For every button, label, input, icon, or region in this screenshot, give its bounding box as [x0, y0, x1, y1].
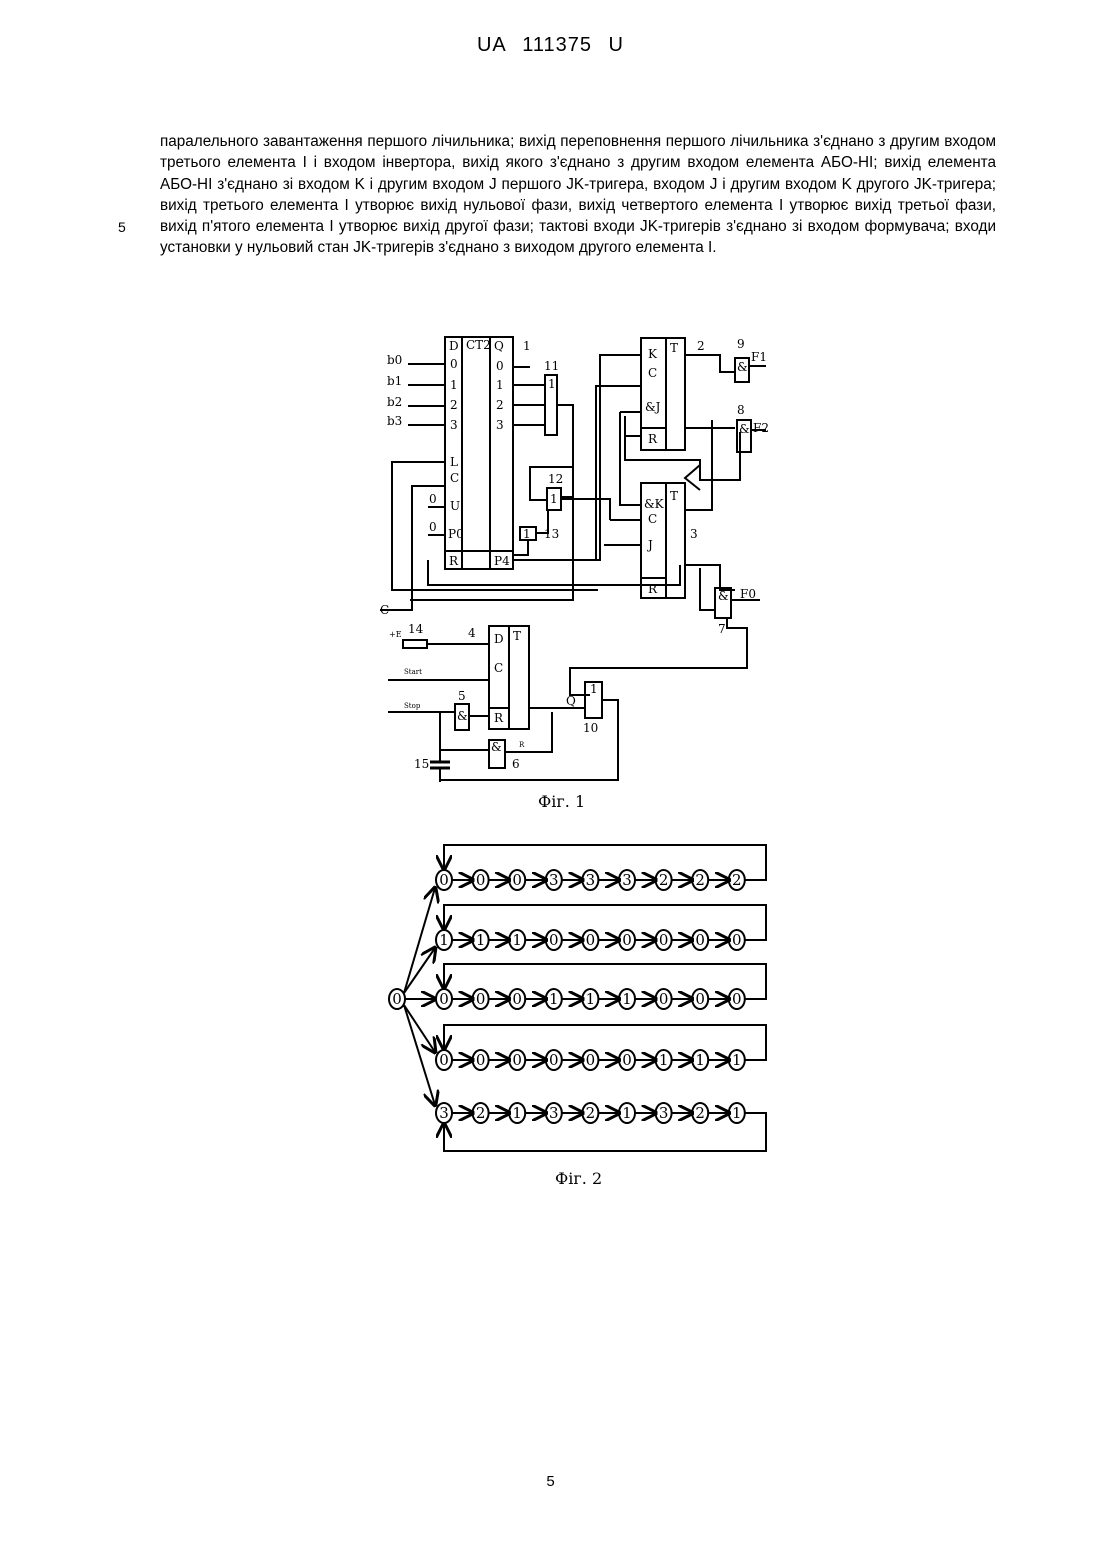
figure-2-caption: Фіг. 2 [555, 1169, 602, 1188]
state-value: 0 [549, 1051, 559, 1069]
state-value: 2 [695, 1104, 705, 1122]
state-value: 0 [695, 931, 705, 949]
state-value: 3 [622, 871, 632, 889]
state-value: 1 [695, 1051, 705, 1069]
state-value: 1 [439, 931, 449, 949]
branch-arrow [404, 1005, 435, 1052]
state-value: 2 [732, 871, 742, 889]
state-value: 0 [439, 1051, 449, 1069]
state-value: 3 [549, 871, 559, 889]
state-value: 1 [549, 990, 559, 1008]
branch-arrow [404, 888, 435, 993]
state-value: 3 [586, 871, 596, 889]
state-value: 3 [549, 1104, 559, 1122]
state-value: 0 [732, 931, 742, 949]
state-value: 2 [476, 1104, 486, 1122]
state-value: 3 [659, 1104, 669, 1122]
state-value: 0 [622, 931, 632, 949]
state-value: 1 [476, 931, 486, 949]
loop-back-arrow [444, 1025, 766, 1060]
loop-back-arrow [444, 964, 766, 999]
loop-back-arrow [444, 1113, 766, 1151]
branch-arrow [404, 948, 435, 993]
loop-back-arrow [444, 905, 766, 940]
branch-arrow [404, 1005, 435, 1105]
state-value: 0 [439, 871, 449, 889]
state-value: 3 [439, 1104, 449, 1122]
start-state-label: 0 [392, 990, 402, 1008]
state-value: 0 [476, 1051, 486, 1069]
state-value: 0 [476, 871, 486, 889]
state-value: 1 [622, 1104, 632, 1122]
state-value: 0 [695, 990, 705, 1008]
state-value: 0 [586, 931, 596, 949]
state-value: 1 [732, 1051, 742, 1069]
state-value: 0 [549, 931, 559, 949]
state-value: 1 [512, 1104, 522, 1122]
state-value: 0 [512, 990, 522, 1008]
state-value: 2 [695, 871, 705, 889]
state-value: 0 [476, 990, 486, 1008]
state-value: 0 [512, 1051, 522, 1069]
state-value: 1 [512, 931, 522, 949]
state-value: 0 [659, 931, 669, 949]
state-value: 0 [439, 990, 449, 1008]
state-value: 2 [586, 1104, 596, 1122]
state-value: 0 [659, 990, 669, 1008]
state-value: 1 [622, 990, 632, 1008]
state-value: 0 [732, 990, 742, 1008]
loop-back-arrow [444, 845, 766, 880]
state-value: 0 [512, 871, 522, 889]
state-value: 2 [659, 871, 669, 889]
state-value: 0 [586, 1051, 596, 1069]
state-value: 1 [586, 990, 596, 1008]
state-value: 0 [622, 1051, 632, 1069]
state-value: 1 [732, 1104, 742, 1122]
page-number: 5 [0, 1473, 1101, 1490]
state-value: 1 [659, 1051, 669, 1069]
